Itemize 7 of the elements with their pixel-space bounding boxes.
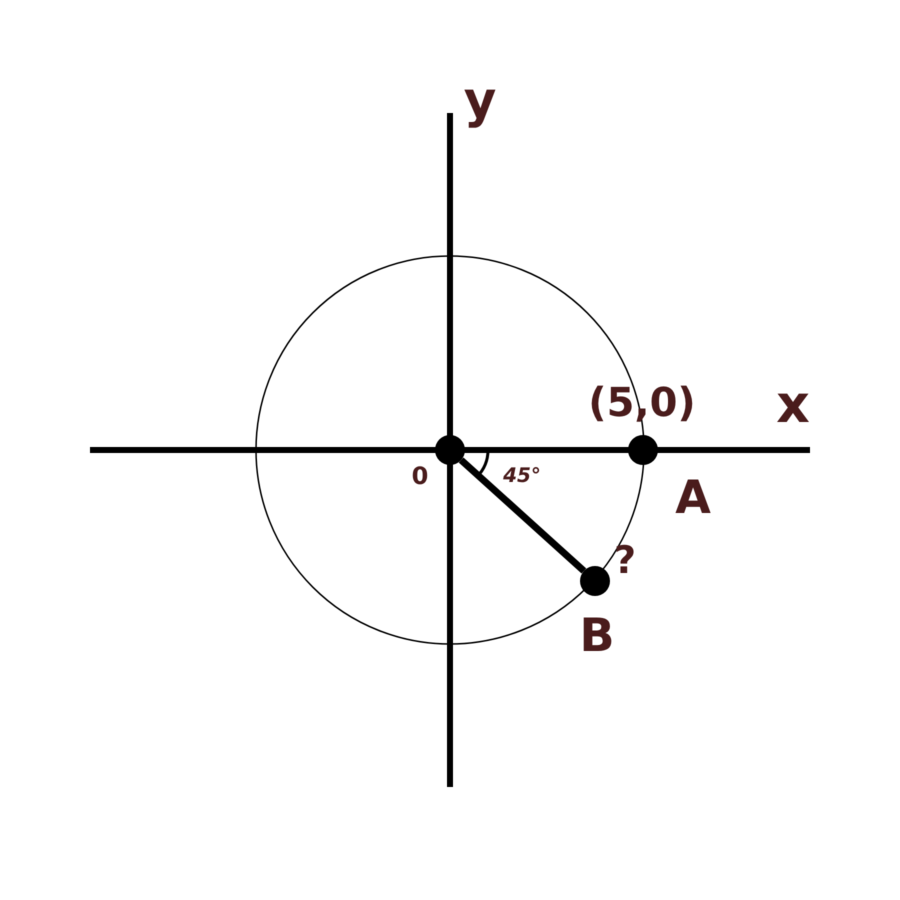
point-label: A: [675, 474, 711, 520]
point-label: 0: [412, 464, 428, 488]
axis-label: x: [776, 379, 810, 431]
angle-label: 45°: [503, 465, 541, 485]
arc-label: ?: [614, 541, 636, 579]
line-segment: [458, 457, 586, 574]
point-label: B: [579, 612, 615, 658]
